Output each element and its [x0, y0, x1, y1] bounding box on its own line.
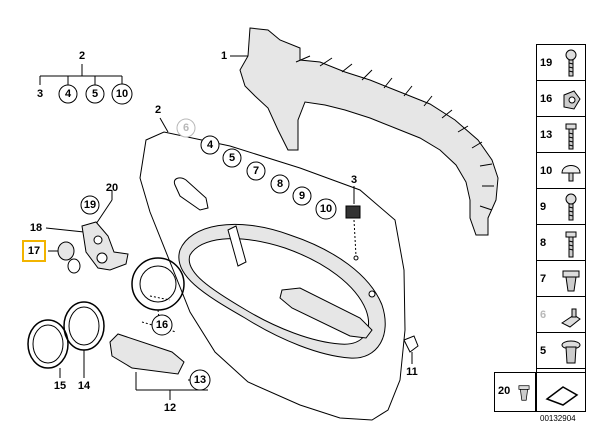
- legend-cell-3[interactable]: 10: [536, 152, 586, 192]
- bracket-icon: [561, 308, 581, 328]
- callout-12: 12: [164, 402, 176, 414]
- screw-icon: [565, 123, 577, 150]
- callout-circle-6: [176, 118, 196, 138]
- nut-icon: [563, 90, 581, 110]
- clip-icon: [561, 340, 581, 364]
- callout-circle-9: [292, 186, 312, 206]
- legend-num: 8: [540, 237, 547, 249]
- callout-10-mid: 10: [320, 203, 332, 215]
- plug-icon: [561, 165, 581, 182]
- part-18-speaker-bracket: [81, 221, 129, 271]
- callout-18: 18: [30, 222, 42, 234]
- callout-circle-4-mid: [200, 135, 220, 155]
- callout-circle-13: [189, 369, 211, 391]
- callout-11: 11: [406, 366, 418, 378]
- legend-cell-arrow: [536, 372, 586, 412]
- callout-circle-8: [270, 174, 290, 194]
- legend-cell-5[interactable]: 8: [536, 224, 586, 264]
- callout-2-top: 2: [79, 50, 85, 62]
- callout-circle-5: [85, 84, 105, 104]
- part-15-ring: [27, 319, 69, 378]
- part-14-ring: [63, 301, 105, 378]
- screw-icon: [565, 231, 577, 258]
- legend-num: 9: [540, 201, 547, 213]
- callout-13: 13: [194, 374, 206, 386]
- callout-4-mid: 4: [207, 139, 214, 151]
- legend-cell-20[interactable]: 20: [494, 372, 536, 412]
- callout-19: 19: [84, 199, 96, 211]
- part-2-door-panel: [139, 117, 406, 421]
- legend-num: 5: [540, 345, 547, 357]
- part-17-cap: [48, 241, 81, 274]
- callout-17: 17: [28, 245, 40, 257]
- callout-15: 15: [54, 380, 66, 392]
- callout-14: 14: [78, 380, 91, 392]
- clip-icon: [562, 270, 580, 292]
- clip-icon: [518, 385, 530, 401]
- callout-5-mid: 5: [229, 152, 235, 164]
- group-bracket-2-top: [39, 64, 123, 85]
- legend-cell-8[interactable]: 5: [536, 332, 586, 372]
- screw-icon: [565, 49, 577, 77]
- legend-num: 13: [540, 129, 553, 141]
- legend-num: 19: [540, 57, 553, 69]
- legend-cell-1[interactable]: 16: [536, 80, 586, 120]
- legend-cell-6[interactable]: 7: [536, 260, 586, 300]
- legend-num: 10: [540, 165, 553, 177]
- callout-circle-5-mid: [222, 148, 242, 168]
- callout-10-top: 10: [116, 88, 128, 100]
- part-1-insulation: [230, 27, 499, 236]
- callout-circle-4: [58, 84, 78, 104]
- callout-circle-10: [111, 83, 133, 105]
- callout-1: 1: [221, 50, 227, 62]
- leader-18: [45, 227, 85, 233]
- callout-circle-10-mid: [315, 198, 337, 220]
- parts-legend-panel: 19 16 13 10 9 8 7 6 5 4: [536, 44, 586, 412]
- callout-16: 16: [156, 319, 168, 331]
- legend-num: 6: [540, 309, 547, 321]
- part-3-nut: [345, 186, 361, 257]
- screw-icon: [565, 193, 577, 221]
- callout-2-mid: 2: [155, 104, 161, 116]
- legend-cell-4[interactable]: 9: [536, 188, 586, 228]
- legend-num: 20: [498, 385, 511, 397]
- callout-8: 8: [277, 178, 283, 190]
- legend-num: 16: [540, 93, 553, 105]
- callout-5-top: 5: [92, 88, 98, 100]
- callout-20: 20: [106, 182, 118, 194]
- part-11-clip: [403, 335, 419, 364]
- callout-6: 6: [183, 122, 189, 134]
- legend-cell-7[interactable]: 6: [536, 296, 586, 336]
- part-12-armrest-pad: [109, 333, 208, 400]
- callout-3-left: 3: [37, 88, 43, 100]
- arrow-icon: [545, 386, 579, 406]
- callout-circle-16: [151, 314, 173, 336]
- callout-7: 7: [253, 165, 259, 177]
- diagram-code: 00132904: [540, 414, 576, 423]
- callout-circle-19: [80, 195, 100, 215]
- legend-num: 7: [540, 273, 547, 285]
- callout-circle-7: [246, 161, 266, 181]
- callout-4-top: 4: [65, 88, 72, 100]
- callout-3-mid: 3: [351, 174, 357, 186]
- legend-cell-2[interactable]: 13: [536, 116, 586, 156]
- callout-9: 9: [299, 190, 305, 202]
- legend-cell-0[interactable]: 19: [536, 44, 586, 84]
- highlight-17[interactable]: [22, 240, 46, 262]
- callout-chain: 6 4 5 7 8 9 10: [176, 118, 337, 220]
